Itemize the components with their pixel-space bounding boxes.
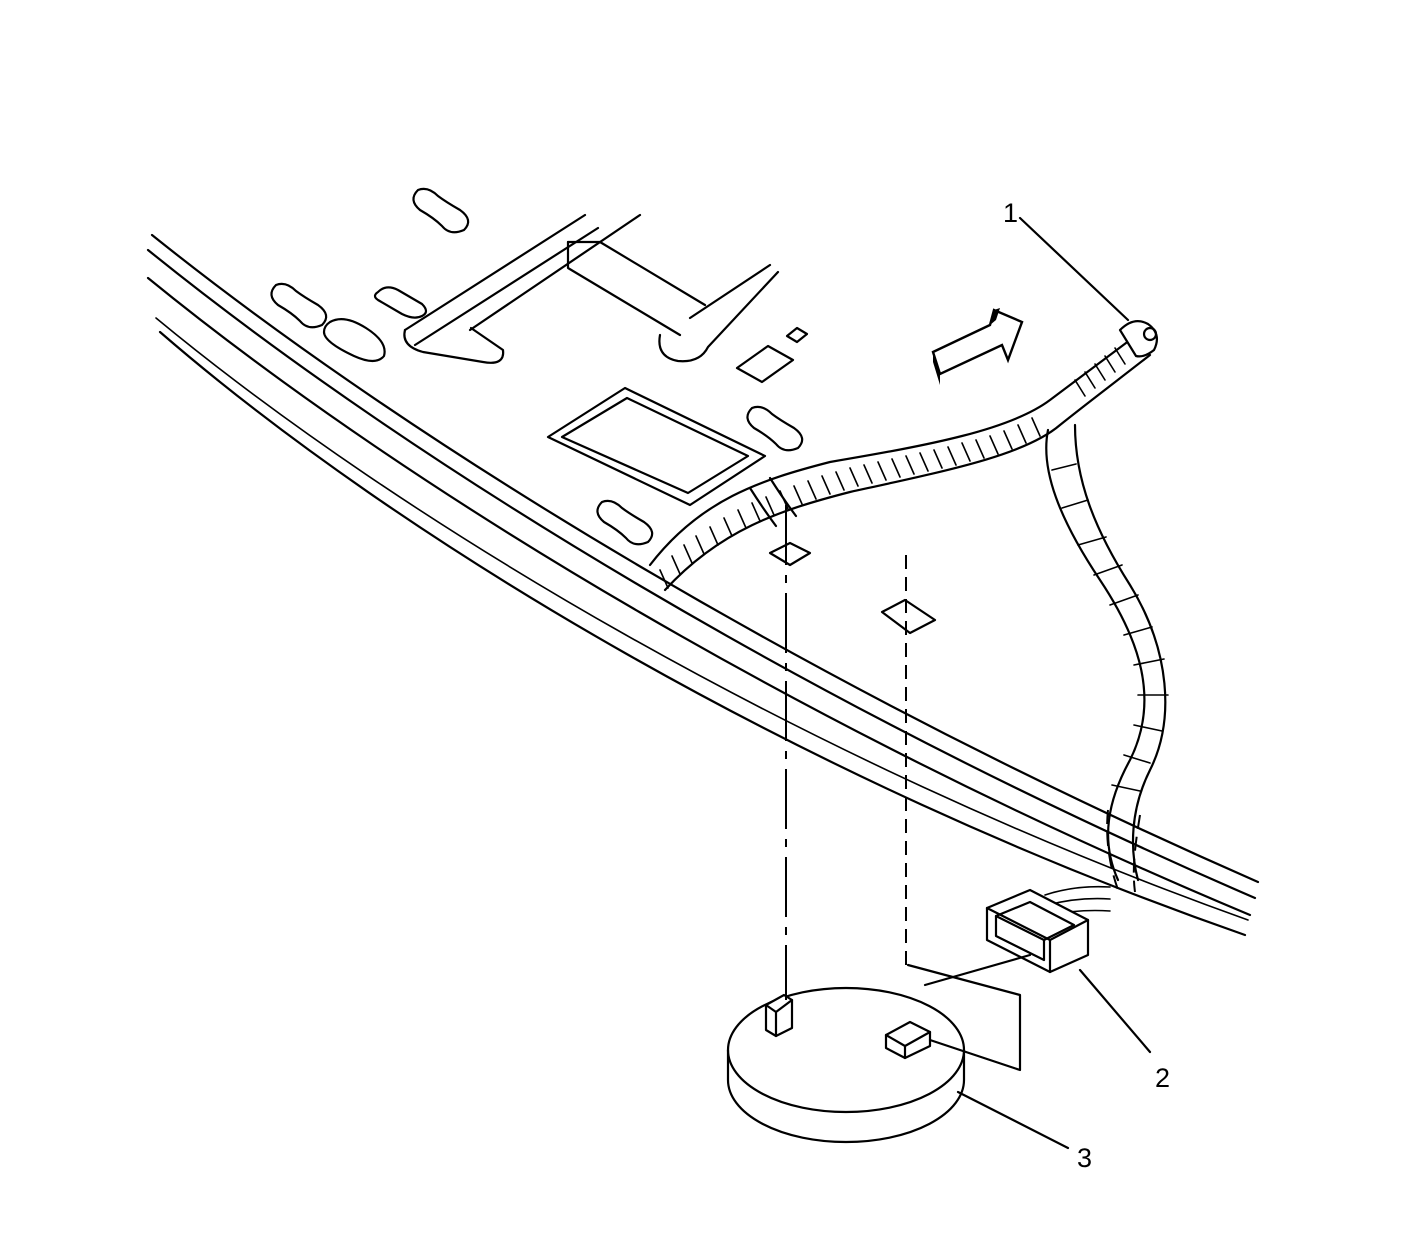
wiring-harness-branch <box>1044 423 1169 916</box>
callout-2: 2 <box>1155 1063 1170 1093</box>
control-module <box>726 953 1032 1144</box>
front-direction-arrow-icon <box>931 308 1024 385</box>
callout-3: 3 <box>1077 1143 1092 1173</box>
panel-frame-rails <box>146 233 1260 937</box>
alignment-lines <box>768 505 937 1000</box>
callout-1: 1 <box>1003 198 1018 228</box>
panel-features <box>270 187 809 546</box>
callout-leaders <box>956 216 1152 1150</box>
wiring-harness-trunk <box>648 319 1159 592</box>
harness-connector <box>985 888 1090 974</box>
